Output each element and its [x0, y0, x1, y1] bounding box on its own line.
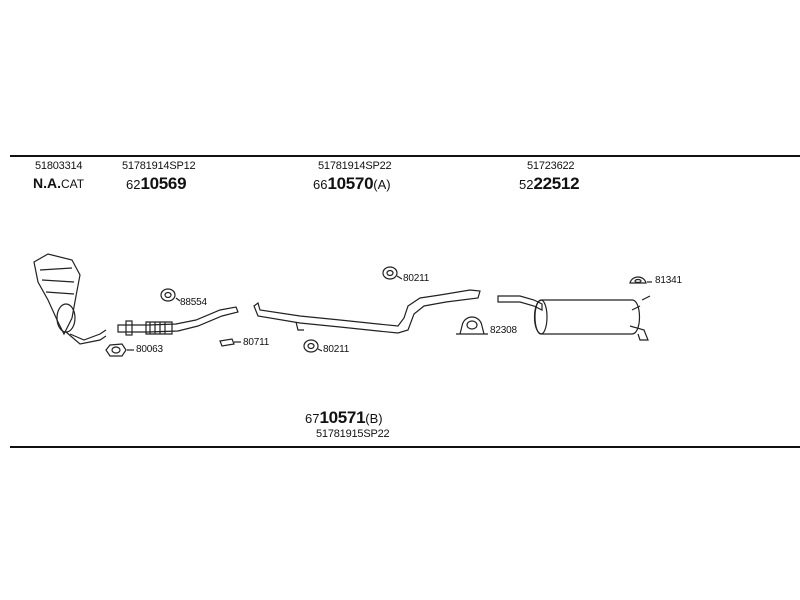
rubber-ring-icon: [303, 339, 323, 353]
front-pipe-icon: [117, 306, 239, 336]
assembly-code-22512: 5222512: [519, 174, 580, 193]
assembly-code-10570: 6610570(A): [313, 174, 391, 193]
label-clamp-80711: 80711: [243, 337, 270, 348]
top-divider: [10, 155, 800, 157]
assembly-code-10571: 6710571(B): [305, 408, 383, 427]
small-clamp-icon: [219, 338, 241, 347]
label-clamp-82308: 82308: [490, 325, 517, 336]
gasket-icon: [105, 343, 134, 357]
u-clamp-icon: [456, 316, 488, 335]
label-ring-80211-top: 80211: [403, 273, 430, 284]
rubber-ring-icon: [382, 266, 403, 280]
na-cat-label: N.A.CAT: [33, 175, 85, 191]
label-gasket-80063: 80063: [136, 344, 163, 355]
part-id-51803314: 51803314: [35, 160, 83, 172]
bottom-divider: [10, 446, 800, 448]
rubber-ring-icon: [160, 288, 181, 302]
part-id-front-pipe: 51781914SP12: [122, 160, 196, 172]
rear-hanger-icon: [629, 276, 652, 284]
assembly-code-10569: 6210569: [126, 174, 187, 193]
part-id-bottom: 51781915SP22: [316, 428, 390, 440]
part-id-rear-muffler: 51723622: [527, 160, 575, 172]
label-ring-88554: 88554: [180, 297, 207, 308]
part-id-mid-pipe: 51781914SP22: [318, 160, 392, 172]
rear-muffler-icon: [497, 295, 651, 341]
middle-pipe-icon: [253, 289, 481, 334]
label-ring-80211-bottom: 80211: [323, 344, 350, 355]
exhaust-manifold-icon: [33, 253, 107, 345]
label-hanger-81341: 81341: [655, 275, 682, 286]
